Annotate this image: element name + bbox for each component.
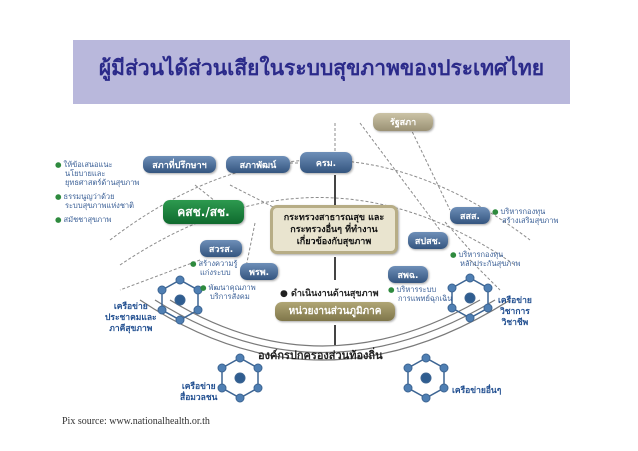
bullet-icon: ●: [450, 250, 457, 259]
ministry-line-1: กระทรวงสาธารณสุข และ: [283, 212, 385, 223]
node-health-ops: ● ดำเนินงานด้านสุขภาพ: [280, 286, 379, 300]
bullet-icon: ●: [55, 192, 62, 201]
node-local-units: หน่วยงานส่วนภูมิภาค: [275, 302, 395, 321]
source-caption: Pix source: www.nationalhealth.or.th: [62, 416, 210, 427]
hsri-role-1: สร้างความรู้: [198, 259, 238, 268]
node-government: รัฐสภา: [373, 113, 433, 131]
network-civil-label: เครือข่าย ประชาคมและ ภาคีสุขภาพ: [105, 302, 157, 335]
network-hub-civil: [157, 275, 203, 325]
bullet-icon: ●: [388, 285, 395, 294]
hsri-role-2: แก่งระบบ: [200, 268, 231, 277]
page-title: ผู้มีส่วนได้ส่วนเสียในระบบสุขภาพของประเท…: [98, 56, 545, 80]
nhc-role-1c: ยุทธศาสตร์ด้านสุขภาพ: [65, 178, 140, 187]
nhc-roles: ●ให้ข้อเสนอแนะ นโยบายและ ยุทธศาสตร์ด้านส…: [55, 160, 139, 224]
media-line-1: เครือข่าย: [181, 382, 216, 392]
inner-dashed-arc: [119, 197, 516, 266]
hsri-role: ●สร้างความรู้ แก่งระบบ: [190, 259, 237, 277]
bullet-icon: ●: [190, 259, 197, 268]
nhc-role-2b: ระบบสุขภาพแห่งชาติ: [65, 201, 134, 210]
node-cabinet: ครม.: [300, 152, 352, 173]
lower-arc-3: [169, 299, 481, 347]
nhc-role-1a: ให้ข้อเสนอแนะ: [63, 160, 113, 169]
node-thaihealth: สสส.: [450, 207, 490, 224]
lower-arc-1: [139, 299, 511, 361]
node-hsri: สวรส.: [200, 240, 242, 257]
hss-role-2: การแพทย์ฉุกเฉิน: [398, 294, 453, 303]
nhso-role: ●บริหารกองทุน หลักประกันสุขภาพ: [450, 250, 520, 268]
health-ops-label: ดำเนินงานด้านสุขภาพ: [291, 289, 379, 299]
hss-role: ●บริหารระบบ การแพทย์ฉุกเฉิน: [388, 285, 452, 303]
node-pps: พรพ.: [240, 263, 278, 280]
nhc-role-1b: นโยบายและ: [65, 169, 106, 178]
bullet-icon: ●: [55, 215, 62, 224]
network-media-label: เครือข่าย สื่อมวลชน: [180, 382, 217, 404]
pps-role: ●พัฒนาคุณภาพ บริการสังคม: [200, 283, 256, 301]
health-ops-bullet-icon: ●: [280, 289, 288, 299]
civil-line-1: เครือข่าย: [113, 302, 148, 312]
hss-role-1: บริหารระบบ: [396, 285, 437, 294]
network-hub-academic: [447, 273, 493, 323]
media-line-2: สื่อมวลชน: [180, 393, 218, 403]
node-ministry-center: กระทรวงสาธารณสุข และ กระทรวงอื่นๆ ที่ทำง…: [270, 205, 398, 254]
nhc-role-3: สมัชชาสุขภาพ: [63, 215, 112, 224]
civil-line-3: ภาคีสุขภาพ: [109, 324, 153, 334]
ministry-line-3: เกี่ยวข้องกับสุขภาพ: [296, 236, 372, 247]
lower-arc-2: [154, 299, 496, 354]
academic-line-3: วิชาชีพ: [501, 318, 529, 328]
bullet-icon: ●: [492, 207, 499, 216]
node-advisory-council: สภาที่ปรึกษาฯ: [143, 156, 216, 173]
network-hub-others: [403, 353, 449, 403]
thaihealth-role-1: บริหารกองทุน: [500, 207, 546, 216]
network-hub-media: [217, 353, 263, 403]
network-others-label: เครือข่ายอื่นๆ: [452, 386, 502, 396]
node-development-council: สภาพัฒน์: [226, 156, 290, 173]
ministry-line-2: กระทรวงอื่นๆ ที่ทำงาน: [290, 224, 378, 235]
bullet-icon: ●: [200, 283, 207, 292]
node-local-gov: องค์กรปกครองส่วนท้องถิ่น: [258, 349, 383, 362]
node-hss: สพฉ.: [388, 266, 428, 283]
nhso-role-2: หลักประกันสุขภาพ: [460, 259, 521, 268]
bullet-icon: ●: [55, 160, 62, 169]
pps-role-2: บริการสังคม: [210, 292, 250, 301]
thaihealth-role-2: สร้างเสริมสุขภาพ: [502, 216, 559, 225]
academic-line-2: วิชาการ: [500, 307, 530, 317]
nhc-role-2a: ธรรมนูญว่าด้วย: [63, 192, 115, 201]
civil-line-2: ประชาคมและ: [105, 313, 157, 323]
pps-role-1: พัฒนาคุณภาพ: [208, 283, 256, 292]
academic-line-1: เครือข่าย: [498, 296, 532, 306]
node-nhso: สปสช.: [408, 232, 448, 249]
thaihealth-role: ●บริหารกองทุน สร้างเสริมสุขภาพ: [492, 207, 558, 225]
nhso-role-1: บริหารกองทุน: [458, 250, 504, 259]
network-academic-label: เครือข่าย วิชาการ วิชาชีพ: [498, 296, 532, 329]
title-banner: ผู้มีส่วนได้ส่วนเสียในระบบสุขภาพของประเท…: [73, 40, 570, 104]
node-nhc: คสช./สช.: [163, 200, 244, 224]
